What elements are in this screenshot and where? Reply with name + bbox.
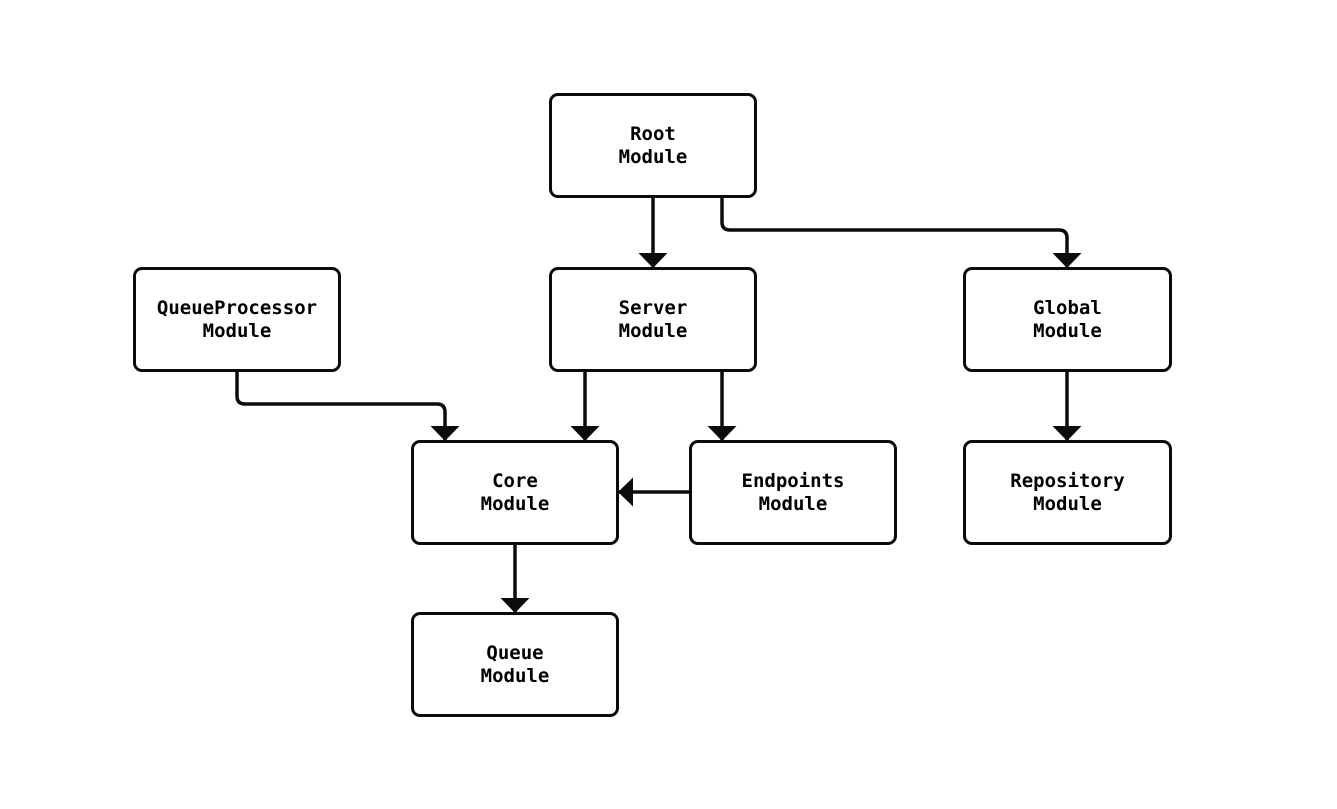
node-label-line: Module <box>1033 319 1102 342</box>
node-label-line: Module <box>1033 492 1102 515</box>
node-label-line: Repository <box>1010 469 1125 492</box>
node-label-line: Endpoints <box>741 469 845 492</box>
node-label-line: Module <box>202 319 272 342</box>
edge-root-to-global <box>720 198 1082 268</box>
node-label-line: Server <box>618 296 688 319</box>
node-label-line: Module <box>480 492 550 515</box>
node-label-line: Queue <box>486 641 544 664</box>
node-label-line: Global <box>1033 296 1102 319</box>
node-label-line: Module <box>480 664 550 687</box>
edge-queueprocessor-to-core <box>235 372 460 441</box>
node-label-line: QueueProcessor <box>156 296 318 319</box>
node-label-line: Root <box>630 122 676 145</box>
node-label-line: Core <box>492 469 538 492</box>
node-label-line: Module <box>618 145 688 168</box>
node-label-line: Module <box>618 319 688 342</box>
node-label-line: Module <box>758 492 828 515</box>
